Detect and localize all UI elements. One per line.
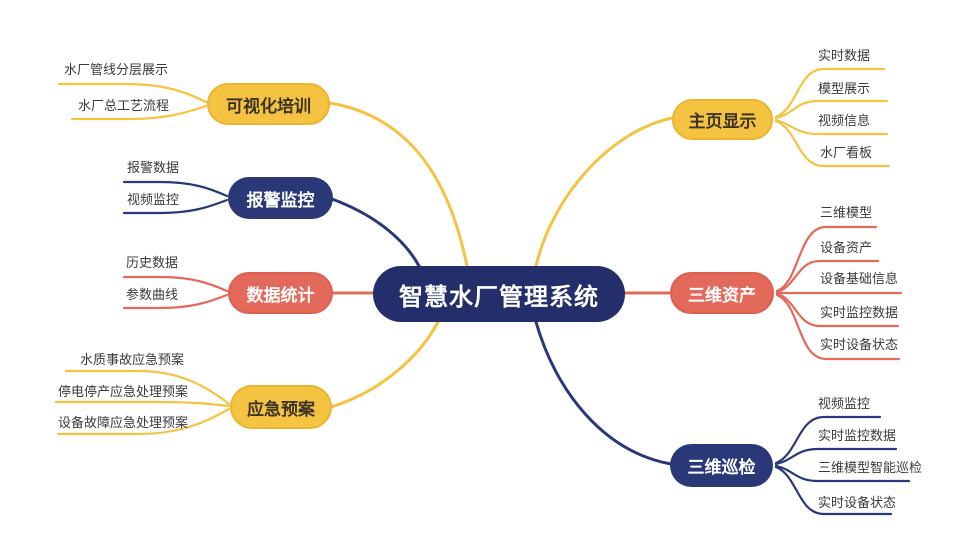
connector-child <box>774 118 889 136</box>
connector-child <box>122 275 229 293</box>
connector-child <box>54 400 231 408</box>
subtopic[interactable]: 三维模型 <box>820 205 873 220</box>
connector-child <box>774 415 882 465</box>
subtopic[interactable]: 报警数据 <box>127 160 180 175</box>
branch-topic-homepage-display[interactable]: 主页显示 <box>672 99 773 140</box>
connector-child <box>122 293 229 310</box>
subtopic[interactable]: 三维模型智能巡检 <box>818 460 923 475</box>
branch-topic-3d-inspection[interactable]: 三维巡检 <box>670 444 773 487</box>
connector-child <box>57 82 208 104</box>
subtopic[interactable]: 实时设备状态 <box>820 337 899 352</box>
subtopic[interactable]: 水厂看板 <box>820 145 873 160</box>
connector-center-visualization-training <box>328 101 469 268</box>
branch-topic-alarm-monitoring[interactable]: 报警监控 <box>228 177 333 219</box>
subtopic[interactable]: 水厂总工艺流程 <box>78 98 170 113</box>
connector-child <box>774 119 891 168</box>
branch-topic-visualization-training[interactable]: 可视化培训 <box>207 83 330 125</box>
subtopic[interactable]: 实时监控数据 <box>820 305 899 320</box>
connector-center-emergency-plan <box>329 320 440 409</box>
subtopic[interactable]: 视频监控 <box>818 396 871 411</box>
connector-center-homepage-display <box>534 116 674 268</box>
subtopic[interactable]: 实时监控数据 <box>818 428 897 443</box>
subtopic[interactable]: 实时设备状态 <box>818 495 897 510</box>
subtopic[interactable]: 设备基础信息 <box>820 271 899 286</box>
subtopic[interactable]: 视频信息 <box>818 113 871 128</box>
connector-child <box>774 465 893 516</box>
connector-child <box>70 104 208 121</box>
subtopic[interactable]: 水厂管线分层展示 <box>64 62 169 77</box>
subtopic[interactable]: 模型展示 <box>818 81 871 96</box>
subtopic[interactable]: 参数曲线 <box>126 287 179 302</box>
subtopic[interactable]: 历史数据 <box>126 255 179 270</box>
central-topic[interactable]: 智慧水厂管理系统 <box>373 266 625 322</box>
branch-topic-data-statistics[interactable]: 数据统计 <box>228 272 333 314</box>
connector-child <box>774 464 911 483</box>
connector-child <box>774 447 898 466</box>
connector-child <box>775 225 878 293</box>
connector-child <box>775 259 880 294</box>
connector-child <box>774 99 889 120</box>
connector-child <box>56 407 231 436</box>
subtopic[interactable]: 设备资产 <box>820 240 873 255</box>
connector-child <box>64 369 231 406</box>
subtopic[interactable]: 实时数据 <box>818 48 871 63</box>
connector-center-3d-inspection <box>534 320 673 466</box>
connector-child <box>122 198 229 215</box>
connector-child <box>774 67 886 119</box>
connector-child <box>122 180 229 198</box>
connector-center-alarm-monitoring <box>330 197 421 268</box>
connector-child <box>775 293 901 361</box>
branch-topic-emergency-plan[interactable]: 应急预案 <box>230 385 332 429</box>
subtopic[interactable]: 视频监控 <box>127 192 180 207</box>
subtopic[interactable]: 停电停产应急处理预案 <box>58 384 189 399</box>
subtopic[interactable]: 设备故障应急处理预案 <box>58 415 189 430</box>
subtopic[interactable]: 水质事故应急预案 <box>80 352 185 367</box>
connector-child <box>775 292 900 328</box>
branch-topic-3d-assets[interactable]: 三维资产 <box>670 272 774 314</box>
